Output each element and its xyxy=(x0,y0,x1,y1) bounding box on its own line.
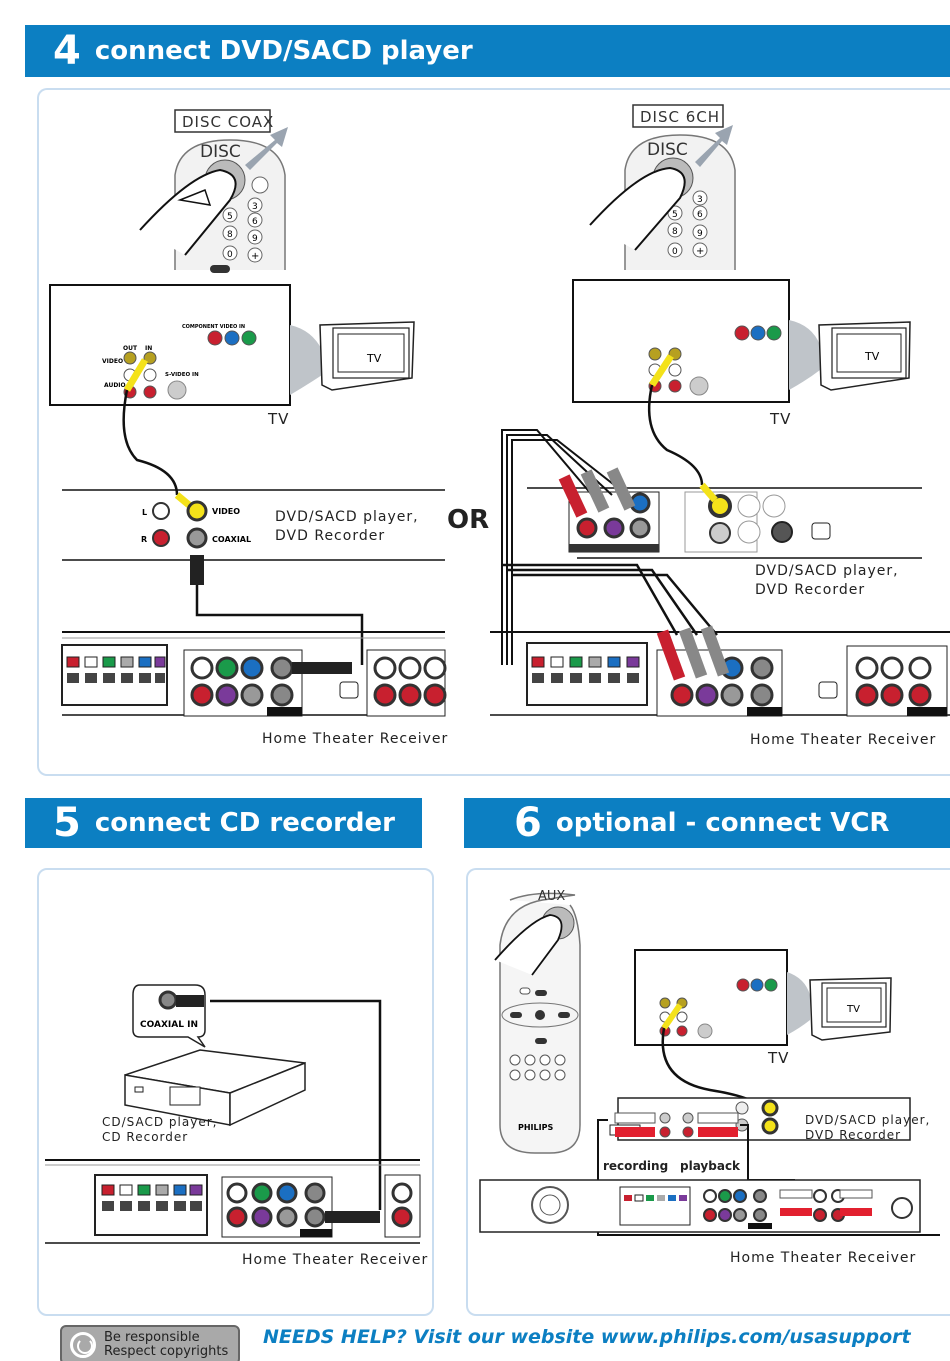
section4-banner: 4 connect DVD/SACD player xyxy=(25,25,950,77)
power-ring-icon xyxy=(70,1332,96,1358)
svideo-label: S-VIDEO IN xyxy=(165,372,199,378)
section4-number: 4 xyxy=(53,28,81,74)
component-video-label: COMPONENT VIDEO IN xyxy=(182,324,245,330)
section6-remote-illustration: AUX PHILIPS xyxy=(494,889,581,1154)
section4-left-remote-illustration: DISC COAX DISC 3 5 6 8 9 0 + xyxy=(139,109,288,273)
section5-title: connect CD recorder xyxy=(94,808,395,838)
section4-left-receiver-caption: Home Theater Receiver xyxy=(262,731,449,747)
rca-plug-red xyxy=(558,474,588,518)
svg-text:3: 3 xyxy=(252,202,258,212)
svg-text:9: 9 xyxy=(697,229,703,239)
svg-text:8: 8 xyxy=(227,230,233,240)
arrow-icon xyxy=(245,127,288,170)
r-label: R xyxy=(141,535,147,544)
svg-text:6: 6 xyxy=(252,217,258,227)
svg-text:6: 6 xyxy=(697,210,703,220)
in-label: IN xyxy=(145,345,152,352)
video-jack-label: VIDEO xyxy=(212,507,240,516)
svg-text:0: 0 xyxy=(227,250,233,260)
section4-title: connect DVD/SACD player xyxy=(94,36,473,66)
section6-title: optional - connect VCR xyxy=(555,808,890,838)
aux-button-label: AUX xyxy=(538,889,565,904)
coaxial-in-callout-label: COAXIAL IN xyxy=(140,1020,198,1030)
playback-label: playback xyxy=(680,1159,741,1173)
recording-label: recording xyxy=(603,1159,669,1173)
speaker-terminal-red xyxy=(66,656,80,668)
svg-text:8: 8 xyxy=(672,227,678,237)
disc-button-label: DISC xyxy=(200,142,241,162)
section4-left-player-caption: DVD/SACD player, DVD Recorder xyxy=(275,509,419,544)
or-label: OR xyxy=(447,505,490,535)
coaxial-jack-label: COAXIAL xyxy=(212,535,251,544)
rca-plug-gray xyxy=(678,627,708,679)
lcd-display-text: DISC COAX xyxy=(182,113,274,131)
svg-text:+: + xyxy=(251,251,259,262)
tv-screen-label: TV xyxy=(864,350,880,363)
lcd-display xyxy=(174,109,271,133)
section4-diagram: COMPONENT VIDEO IN OUT IN VIDEO AUDIO S-… xyxy=(49,279,950,717)
tv-back-panel xyxy=(572,279,790,403)
section5-player-caption: CD/SACD player, CD Recorder xyxy=(102,1115,218,1144)
help-link[interactable]: NEEDS HELP? Visit our website www.philip… xyxy=(263,1326,911,1348)
section5-diagram: COAXIAL IN xyxy=(45,984,421,1244)
section5-number: 5 xyxy=(53,800,81,846)
tv-screen-label: TV xyxy=(846,1004,860,1015)
svg-text:+: + xyxy=(696,246,704,257)
section4-left-tv-caption: TV xyxy=(268,410,290,428)
finger-icon xyxy=(589,166,686,251)
copyright-badge: Be responsible Respect copyrights xyxy=(60,1325,240,1361)
section4-right-player-caption: DVD/SACD player, DVD Recorder xyxy=(755,563,899,598)
lcd-display-text: DISC 6CH xyxy=(640,108,720,126)
section6-player-caption: DVD/SACD player, DVD Recorder xyxy=(805,1113,931,1142)
rca-plug-red xyxy=(656,629,686,681)
svg-text:9: 9 xyxy=(252,234,258,244)
section6-tv-caption: TV xyxy=(768,1049,790,1067)
section6-receiver-caption: Home Theater Receiver xyxy=(730,1250,917,1266)
rca-plug-gray xyxy=(606,467,636,511)
section4-right-tv-caption: TV xyxy=(770,410,792,428)
badge-line2: Respect copyrights xyxy=(104,1344,229,1359)
section4-right-receiver-caption: Home Theater Receiver xyxy=(750,732,937,748)
lcd-display xyxy=(632,104,724,128)
section6-diagram: TV xyxy=(479,949,940,1236)
svg-text:5: 5 xyxy=(672,210,678,220)
video-label: VIDEO xyxy=(102,358,123,365)
out-label: OUT xyxy=(123,345,138,352)
svg-text:3: 3 xyxy=(697,195,703,205)
svg-text:0: 0 xyxy=(672,247,678,257)
section6-number: 6 xyxy=(514,800,542,846)
rca-plug-gray xyxy=(700,625,730,677)
arrow-icon xyxy=(695,125,733,167)
rca-plug-gray xyxy=(580,469,610,513)
section4-right-remote-illustration: DISC 6CH DISC 3 5 6 8 9 0 + xyxy=(589,104,736,270)
tv-screen-label: TV xyxy=(366,352,382,365)
section5-receiver-caption: Home Theater Receiver xyxy=(242,1252,429,1268)
section6-banner: 6 optional - connect VCR xyxy=(464,798,950,848)
finger-icon xyxy=(494,914,563,976)
section5-banner: 5 connect CD recorder xyxy=(25,798,422,848)
finger-icon xyxy=(139,168,237,256)
remote-brand: PHILIPS xyxy=(518,1123,553,1132)
badge-line1: Be responsible xyxy=(104,1330,200,1345)
l-label: L xyxy=(142,508,147,517)
disc-button-label: DISC xyxy=(647,140,688,160)
audio-label: AUDIO xyxy=(104,382,126,389)
svg-text:5: 5 xyxy=(227,212,233,222)
